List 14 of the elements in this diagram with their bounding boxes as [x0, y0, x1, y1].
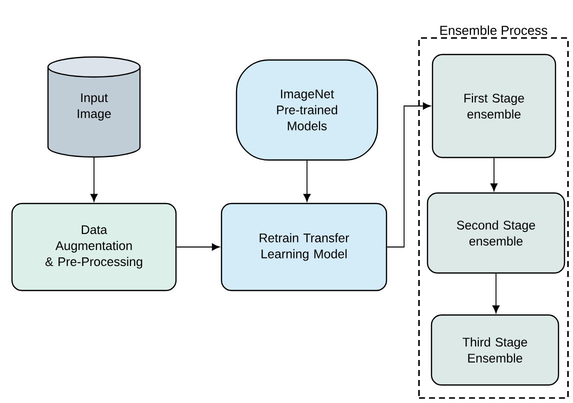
node-label: Ensemble Process [440, 25, 548, 35]
arrow [386, 102, 431, 248]
arrow [176, 243, 220, 251]
process-box: Data Augmentation & Pre-Processing [11, 202, 177, 292]
arrow [490, 158, 498, 192]
process-box: Retrain Transfer Learning Model [220, 202, 388, 292]
process-box: First Stage ensemble [432, 54, 556, 158]
rounded-box: ImageNet Pre-trained Models [236, 59, 378, 161]
arrow [90, 156, 98, 202]
arrow [492, 273, 500, 314]
arrow [303, 160, 311, 202]
process-box: Second Stage ensemble [426, 192, 566, 274]
cylinder: Input Image [47, 56, 141, 158]
process-box: Third Stage Ensemble [430, 314, 560, 386]
